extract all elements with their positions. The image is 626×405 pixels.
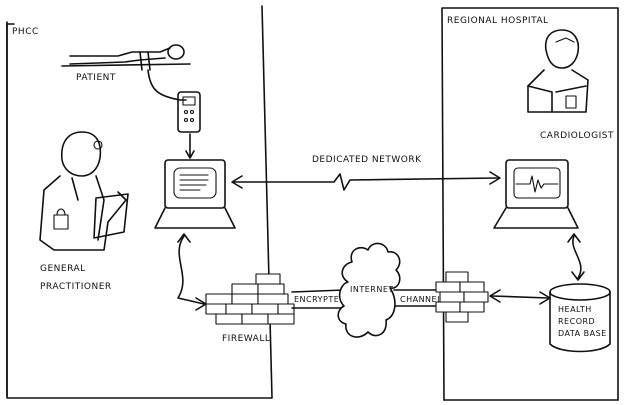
dedicated-network-label: DEDICATED NETWORK: [312, 155, 422, 165]
db-label-line3: DATA BASE: [558, 329, 607, 338]
cardiologist-label: CARDIOLOGIST: [540, 131, 614, 141]
firewall-label: FIREWALL: [222, 334, 270, 344]
internet-label: INTERNET: [350, 285, 394, 294]
patient-figure: [61, 44, 191, 101]
general-practitioner-figure: [39, 131, 129, 251]
db-label-line2: RECORD: [558, 317, 595, 326]
channel-label: CHANNEL: [400, 295, 442, 304]
laptop-to-db-link: [567, 233, 585, 281]
laptop-to-firewall-link: [177, 233, 207, 311]
health-record-database: [549, 283, 611, 353]
regional-hospital-zone: [441, 7, 619, 401]
cardiologist-laptop: [493, 159, 579, 229]
ecg-device: [177, 91, 201, 133]
cardiologist-figure: [527, 29, 589, 113]
right-firewall: [435, 271, 489, 323]
gp-label-line2: PRACTITIONER: [40, 282, 112, 292]
phcc-zone: [6, 5, 273, 399]
gp-laptop: [154, 159, 236, 229]
dedicated-network-link: [231, 171, 501, 191]
gp-label-line1: GENERAL: [40, 264, 86, 274]
internet-cloud: [337, 242, 401, 338]
phcc-label: PHCC: [12, 27, 39, 37]
patient-label: PATIENT: [76, 73, 116, 83]
regional-hospital-label: REGIONAL HOSPITAL: [447, 16, 549, 26]
left-firewall: [205, 273, 295, 325]
firewall-to-db-link: [489, 289, 551, 305]
encrypted-label: ENCRYPTED: [294, 295, 346, 304]
db-label-line1: HEALTH: [558, 305, 592, 314]
ecg-to-laptop-arrow: [185, 133, 195, 159]
